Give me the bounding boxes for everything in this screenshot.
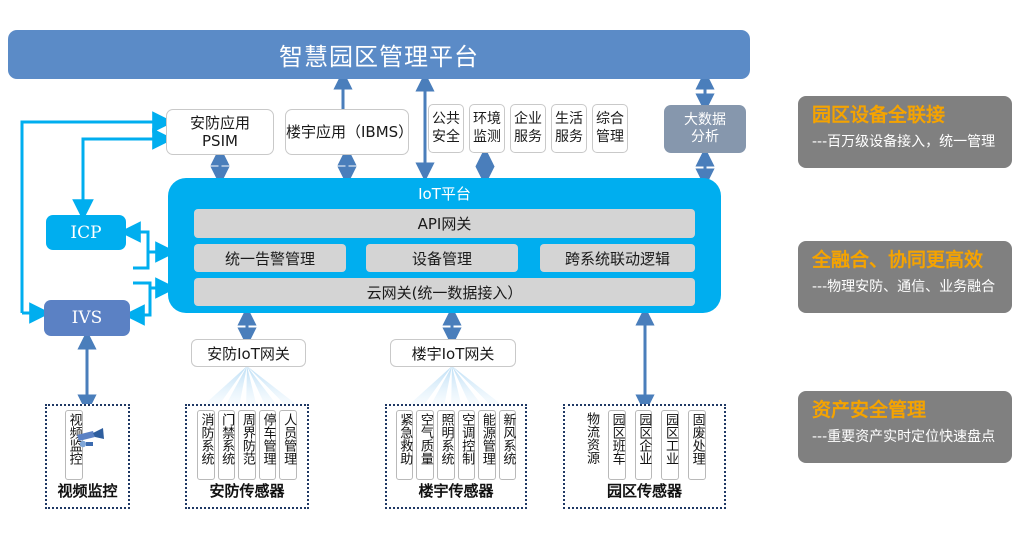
sensor-item-video[interactable]: 视频监控: [65, 410, 83, 480]
app-box-psim[interactable]: 安防应用 PSIM: [166, 109, 274, 155]
sensor-group-label-security: 安防传感器: [209, 482, 285, 500]
sensor-item-perimeter[interactable]: 周界防范: [238, 410, 256, 480]
app-box-public-safety[interactable]: 公共 安全: [428, 104, 464, 153]
sensor-item-park-industry[interactable]: 园区工业: [661, 410, 679, 480]
feature-card-device-connectivity: 园区设备全联接 ---百万级设备接入，统一管理: [798, 96, 1012, 168]
page-title: 智慧园区管理平台: [279, 43, 479, 71]
building-iot-gateway[interactable]: 楼宇IoT网关: [390, 339, 516, 367]
app-box-integrated-management[interactable]: 综合 管理: [592, 104, 628, 153]
feature-card-title: 园区设备全联接: [812, 104, 946, 126]
sensor-item-air-quality[interactable]: 空气质量: [416, 410, 434, 480]
label-line2: 服务: [514, 128, 542, 145]
icp-label: ICP: [70, 222, 102, 243]
iot-api-gateway[interactable]: API网关: [194, 209, 695, 238]
sensor-item-emergency-aid[interactable]: 紧急救助: [395, 410, 414, 480]
sensor-group-label-building: 楼宇传感器: [418, 482, 494, 500]
feature-card-asset-security: 资产安全管理 ---重要资产实时定位快速盘点: [798, 391, 1012, 463]
label-line2: 服务: [555, 128, 583, 145]
app-box-life-service[interactable]: 生活 服务: [551, 104, 587, 153]
label-line1: 环境: [473, 111, 501, 128]
feature-card-subtitle: ---重要资产实时定位快速盘点: [812, 428, 996, 445]
label-line1: 综合: [596, 111, 624, 128]
sensor-item-fresh-air[interactable]: 新风系统: [498, 410, 517, 480]
feature-card-convergence: 全融合、协同更高效 ---物理安防、通信、业务融合: [798, 241, 1012, 313]
sensor-item-parking[interactable]: 停车管理: [258, 410, 277, 480]
sensor-item-hvac[interactable]: 空调控制: [457, 410, 476, 480]
label-line2: 管理: [596, 128, 624, 145]
app-box-ibms[interactable]: 楼宇应用（IBMS）: [285, 109, 414, 155]
sensor-item-solid-waste[interactable]: 固废处理: [687, 410, 706, 480]
big-data-analytics-box[interactable]: 大数据 分析: [664, 105, 746, 153]
sensor-group-building: 紧急救助 空气质量 照明系统 空调控制 能源管理 新风系统 楼宇传感器: [385, 404, 527, 509]
sensor-item-access-control[interactable]: 门禁系统: [217, 410, 236, 480]
label-line1: 生活: [555, 111, 583, 128]
label-line2: 监测: [473, 128, 501, 145]
label-line1: 公共: [432, 111, 460, 128]
ibms-label: 楼宇应用（IBMS）: [286, 122, 414, 141]
security-iot-gateway[interactable]: 安防IoT网关: [191, 339, 306, 367]
app-box-enterprise-service[interactable]: 企业 服务: [510, 104, 546, 153]
feature-card-subtitle: ---物理安防、通信、业务融合: [812, 278, 996, 295]
feature-card-title: 资产安全管理: [812, 399, 927, 421]
sensor-item-shuttle-bus[interactable]: 园区班车: [608, 410, 626, 480]
app-box-environment-monitor[interactable]: 环境 监测: [469, 104, 505, 153]
sensor-item-park-enterprise[interactable]: 园区企业: [634, 410, 653, 480]
sensor-item-logistics[interactable]: 物流资源: [583, 410, 600, 480]
iot-platform-title: IoT平台: [418, 185, 471, 203]
label-line2: 安全: [432, 128, 460, 145]
iot-module-device-management[interactable]: 设备管理: [366, 244, 518, 272]
sensor-item-energy[interactable]: 能源管理: [478, 410, 496, 480]
sensor-group-security: 消防系统 门禁系统 周界防范 停车管理 人员管理 安防传感器: [185, 404, 309, 509]
iot-module-unified-alarm[interactable]: 统一告警管理: [194, 244, 346, 272]
sensor-group-label-park: 园区传感器: [606, 482, 682, 500]
feature-card-subtitle: ---百万级设备接入，统一管理: [812, 133, 996, 150]
iot-cloud-gateway[interactable]: 云网关(统一数据接入）: [194, 278, 695, 306]
building-gateway-label: 楼宇IoT网关: [411, 344, 495, 363]
sensor-group-park: 物流资源 园区班车 园区企业 园区工业 固废处理 园区传感器: [563, 404, 726, 509]
psim-label-line1: 安防应用: [189, 113, 250, 132]
sensor-item-fire[interactable]: 消防系统: [196, 410, 215, 480]
label-line1: 企业: [514, 111, 542, 128]
sensor-group-video: 视频监控 视频监控: [45, 404, 130, 509]
ivs-label: IVS: [71, 308, 103, 328]
bigdata-label-line1: 大数据: [684, 111, 726, 128]
platform-title-bar: 智慧园区管理平台: [8, 30, 750, 79]
psim-label-line2: PSIM: [202, 132, 238, 150]
ivs-box[interactable]: IVS: [44, 300, 130, 336]
sensor-item-lighting[interactable]: 照明系统: [436, 410, 455, 480]
icp-box[interactable]: ICP: [46, 215, 126, 250]
sensor-group-label-video: 视频监控: [57, 482, 118, 500]
security-gateway-label: 安防IoT网关: [207, 344, 290, 363]
feature-card-title: 全融合、协同更高效: [812, 249, 984, 271]
sensor-item-personnel[interactable]: 人员管理: [279, 410, 298, 480]
iot-module-cross-system-logic[interactable]: 跨系统联动逻辑: [540, 244, 695, 272]
bigdata-label-line2: 分析: [691, 129, 719, 145]
iot-platform-panel: IoT平台 API网关 统一告警管理 设备管理 跨系统联动逻辑 云网关(统一数据…: [168, 178, 721, 313]
video-camera-icon: [77, 428, 104, 448]
